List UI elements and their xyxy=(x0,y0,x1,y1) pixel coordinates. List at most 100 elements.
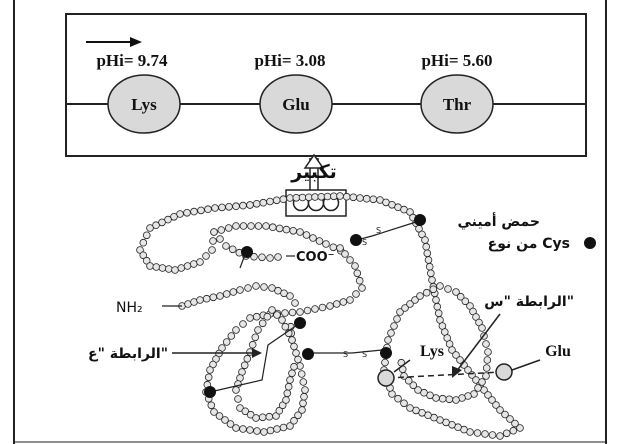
amino-acid-bead xyxy=(322,240,330,248)
bond-s-label: الرابطة "س" xyxy=(484,294,574,310)
legend-line-1: حمض أميني xyxy=(457,212,540,230)
legend-cys-dot xyxy=(584,237,596,249)
amino-acid-bead xyxy=(262,222,270,230)
zoom-arrowhead xyxy=(303,153,325,169)
amino-acid-bead xyxy=(252,200,261,208)
amino-acid-bead xyxy=(358,284,366,292)
amino-acid-bead xyxy=(488,431,497,439)
amino-acid-bead xyxy=(436,282,444,290)
glu-label: Glu xyxy=(545,343,571,360)
amino-acid-bead xyxy=(351,262,359,270)
amino-acid-bead xyxy=(246,426,254,434)
amino-acid-bead xyxy=(346,256,354,264)
amino-acid-bead xyxy=(278,401,287,410)
amino-acid-bead xyxy=(241,407,250,416)
amino-acid-bead xyxy=(356,194,364,202)
amino-acid-bead xyxy=(217,226,226,234)
amino-acid-bead xyxy=(164,215,172,224)
amino-acid-bead xyxy=(272,196,281,205)
bond-e-label: الرابطة "ع" xyxy=(88,346,168,362)
amino-acid-bead xyxy=(252,312,261,321)
amino-acid-bead xyxy=(274,253,282,261)
residue-name-lys: Lys xyxy=(131,95,157,114)
amino-acid-bead xyxy=(263,312,272,321)
amino-acid-bead xyxy=(215,412,224,420)
amino-acid-bead xyxy=(384,336,392,344)
amino-acid-bead xyxy=(226,420,235,428)
amino-acid-bead xyxy=(488,396,496,404)
amino-acid-bead xyxy=(474,384,482,392)
amino-acid-bead xyxy=(381,358,389,367)
amino-acid-bead xyxy=(369,195,378,204)
amino-acid-bead xyxy=(433,302,442,311)
amino-acid-bead xyxy=(309,234,317,242)
amino-acid-bead xyxy=(482,340,490,348)
amino-acid-bead xyxy=(416,292,424,300)
amino-acid-bead xyxy=(291,299,299,307)
amino-acid-bead xyxy=(204,205,212,214)
amino-acid-bead xyxy=(196,296,204,304)
amino-acid-bead xyxy=(288,336,296,344)
residue-name-thr: Thr xyxy=(443,95,472,114)
amino-acid-bead xyxy=(294,411,302,420)
amino-acid-bead xyxy=(509,426,518,435)
direction-arrowhead xyxy=(130,37,142,47)
sulfur-label: S xyxy=(376,226,381,235)
amino-acid-bead xyxy=(428,276,436,284)
amino-acid-bead xyxy=(239,320,247,328)
amino-acid-bead xyxy=(422,288,431,297)
amino-acid-bead xyxy=(275,406,284,415)
amino-acid-bead xyxy=(311,193,319,201)
amino-acid-bead xyxy=(146,262,154,270)
amino-acid-bead xyxy=(244,284,252,292)
amino-acid-bead xyxy=(448,346,456,354)
amino-acid-bead xyxy=(315,237,324,245)
amino-acid-bead xyxy=(259,198,268,207)
amino-acid-bead xyxy=(484,391,492,399)
amino-acid-bead xyxy=(243,354,252,363)
amino-acid-bead xyxy=(438,394,447,403)
amino-acid-bead xyxy=(452,288,460,296)
amino-acid-bead xyxy=(482,372,490,380)
amino-acid-bead xyxy=(444,285,452,293)
amino-acid-bead xyxy=(158,218,166,227)
amino-acid-bead xyxy=(292,349,300,357)
amino-acid-bead xyxy=(146,224,154,232)
amino-acid-bead xyxy=(239,201,247,210)
amino-acid-bead xyxy=(288,369,296,378)
legend-line-2: من نوع Cys xyxy=(488,236,570,252)
amino-acid-bead xyxy=(202,252,210,260)
residue-phi-lys: pHi= 9.74 xyxy=(96,51,168,70)
amino-acid-bead xyxy=(222,338,231,346)
amino-acid-bead xyxy=(297,370,306,378)
amino-acid-bead xyxy=(202,294,211,303)
amino-acid-bead xyxy=(286,422,294,430)
amino-acid-bead xyxy=(298,193,307,202)
amino-acid-bead xyxy=(432,296,440,304)
amino-acid-bead xyxy=(452,351,460,359)
amino-acid-bead xyxy=(272,412,280,420)
amino-acid-bead xyxy=(282,225,291,234)
amino-acid-bead xyxy=(302,231,311,239)
amino-acid-bead xyxy=(234,395,242,403)
amino-acid-bead xyxy=(177,264,186,272)
amino-acid-bead xyxy=(183,262,192,270)
residue-phi-thr: pHi= 5.60 xyxy=(421,51,492,70)
amino-acid-bead xyxy=(409,381,418,390)
amino-acid-bead xyxy=(400,372,408,380)
amino-acid-bead xyxy=(414,386,422,394)
amino-acid-bead xyxy=(434,309,443,318)
amino-acid-bead xyxy=(511,419,519,428)
amino-acid-bead xyxy=(502,429,511,438)
amino-acid-bead xyxy=(304,193,313,202)
amino-acid-bead xyxy=(225,203,233,211)
amino-acid-bead xyxy=(341,250,349,258)
amino-acid-bead xyxy=(286,292,294,300)
amino-acid-bead xyxy=(204,373,213,382)
amino-acid-bead xyxy=(406,404,414,412)
amino-acid-bead xyxy=(266,426,275,435)
amino-acid-bead xyxy=(421,236,429,244)
amino-acid-bead xyxy=(247,222,255,230)
amino-acid-bead xyxy=(142,256,151,265)
